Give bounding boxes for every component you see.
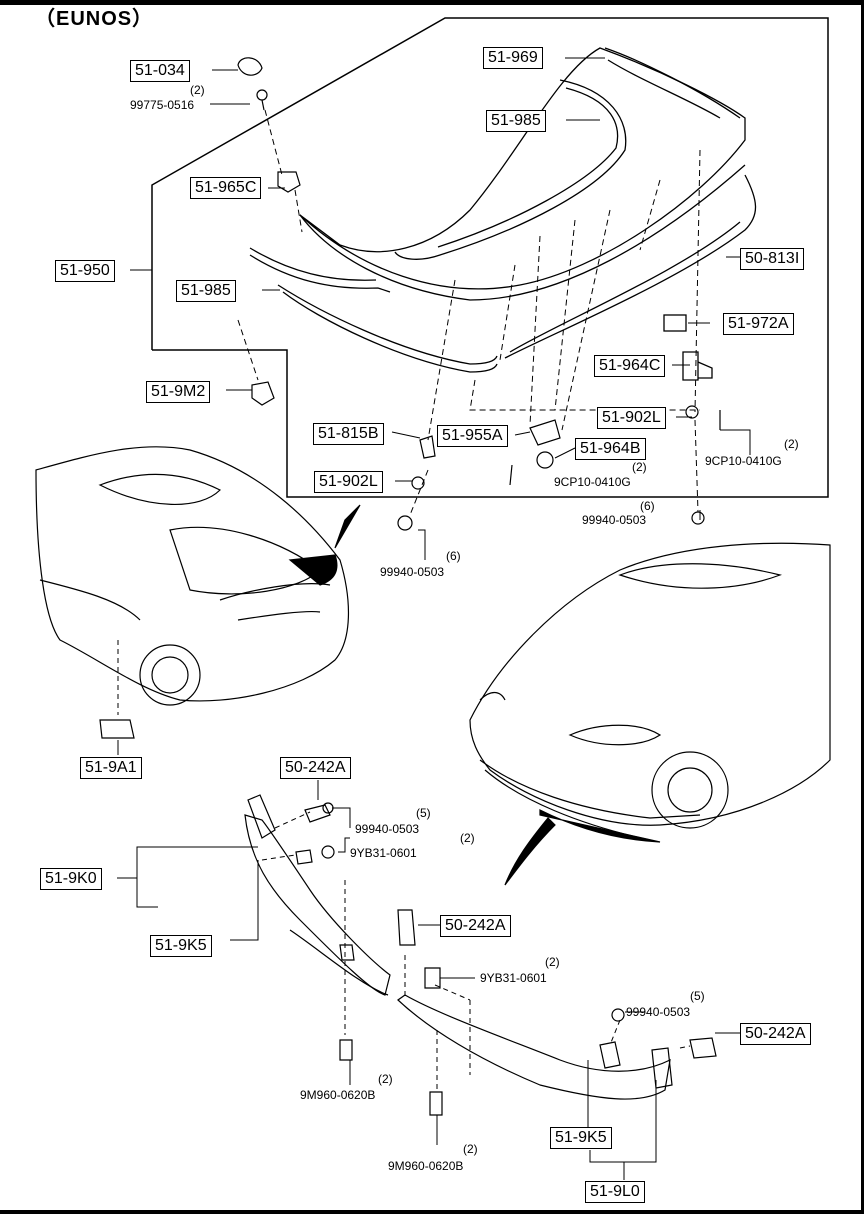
clip-drawing [99,719,135,739]
qty-99940-right-spoiler: (5) [690,989,705,1003]
callout-51-985-lower: 51-985 [176,280,236,302]
part-99775-0516: 99775-0516 [130,98,195,112]
callout-51-902L-right: 51-902L [597,407,666,429]
callout-51-9K5-left: 51-9K5 [150,935,212,957]
qty-9CP10-right: (2) [784,437,799,451]
page-title: （EUNOS） [35,8,154,30]
callout-51-985-upper: 51-969 [483,47,543,69]
right-border [861,0,864,1214]
qty-9M960-left: (2) [378,1072,393,1086]
qty-9CP10-left: (2) [632,460,647,474]
callout-51-965C: 51-965C [190,177,262,199]
front-spoiler-left [244,794,391,996]
callout-51-955A: 51-955A [437,425,508,447]
callout-51-964C: 51-964C [594,355,666,377]
qty-99940-right: (6) [640,499,655,513]
fasteners [237,57,721,531]
callout-51-9K5-right: 51-9K5 [550,1127,612,1149]
callout-51-9L0: 51-9L0 [585,1181,645,1203]
callout-50-242A-right: 50-242A [740,1023,811,1045]
qty-99940-left: (6) [446,549,461,563]
part-9YB31-0601-right: 9YB31-0601 [480,971,547,985]
car-front-view [469,542,831,886]
bottom-border [0,1210,864,1214]
top-border [0,0,864,5]
callout-51-969: 51-985 [486,110,546,132]
qty-99775-0516: (2) [190,83,205,97]
car-rear-view [35,446,361,706]
callout-51-034: 51-034 [130,60,190,82]
part-9M960-0620B-right: 9M960-0620B [388,1159,464,1173]
callout-51-972A: 51-972A [723,313,794,335]
callout-51-9A1: 51-9A1 [80,757,142,779]
callout-50-242A-center: 50-242A [440,915,511,937]
callout-50-242A-left: 50-242A [280,757,351,779]
callout-leaders [117,57,751,1180]
part-9M960-0620B-left: 9M960-0620B [300,1088,376,1102]
part-99940-0503-spoiler: 99940-0503 [355,822,420,836]
hatch-spoiler-drawing [249,47,757,381]
callout-51-815B: 51-815B [313,423,384,445]
part-9YB31-0601-left: 9YB31-0601 [350,846,417,860]
callout-50-813I: 50-813I [740,248,805,270]
qty-99940-spoiler: (5) [416,806,431,820]
part-99940-0503-right-spoiler: 99940-0503 [626,1005,691,1019]
assembly-frame [151,17,829,498]
spoiler-leaders [261,811,691,1090]
spoiler-fasteners [295,802,717,1116]
part-99940-0503-right: 99940-0503 [582,513,647,527]
callout-51-9K0: 51-9K0 [40,868,102,890]
hatch-leaders [237,109,701,516]
callout-51-964B: 51-964B [575,438,646,460]
part-99940-0503-left: 99940-0503 [380,565,445,579]
callout-51-902L-left: 51-902L [314,471,383,493]
callout-51-950: 51-950 [55,260,115,282]
qty-9M960-right: (2) [463,1142,478,1156]
part-9CP10-0410G-right: 9CP10-0410G [705,454,782,468]
qty-9YB31-left: (2) [460,831,475,845]
qty-9YB31-right: (2) [545,955,560,969]
front-spoiler-right [397,994,673,1100]
part-9CP10-0410G-left: 9CP10-0410G [554,475,631,489]
callout-51-9M2: 51-9M2 [146,381,211,403]
